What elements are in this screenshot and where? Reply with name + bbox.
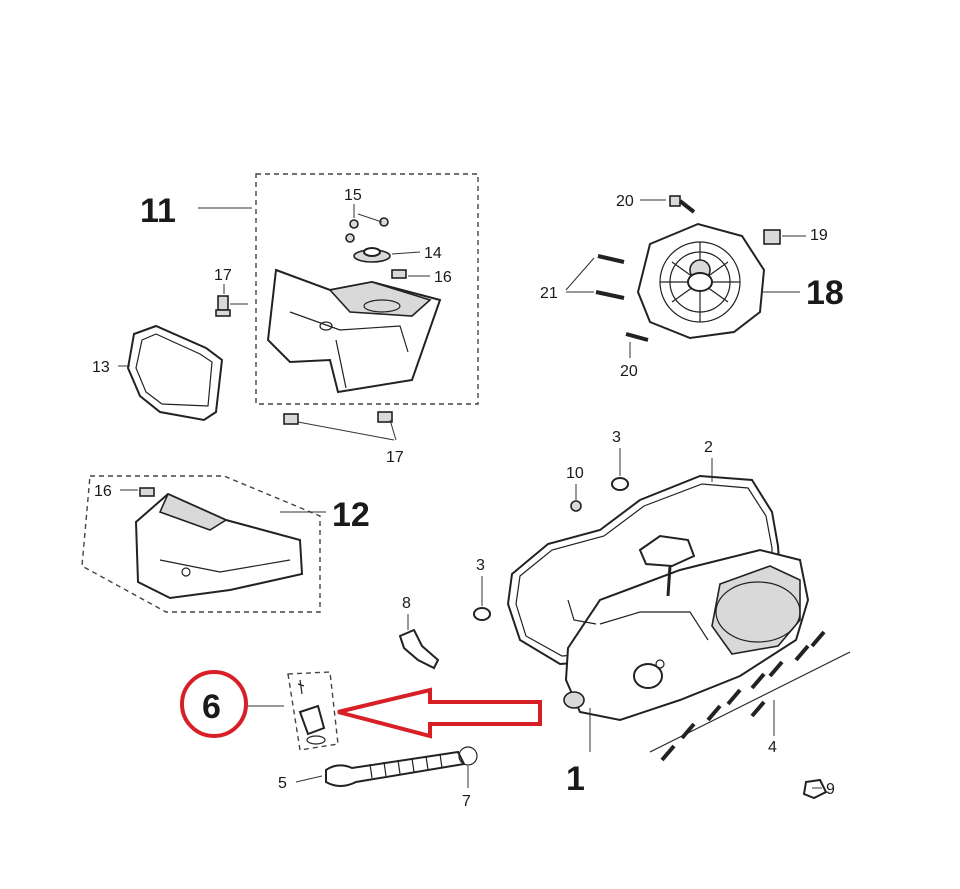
part-3-upper — [611, 477, 629, 491]
part-17-screws-lower — [283, 411, 393, 425]
label-11: 11 — [140, 192, 176, 230]
label-15: 15 — [344, 187, 362, 204]
label-8: 8 — [402, 595, 411, 612]
group-11-box — [255, 173, 479, 405]
part-6-fitting — [297, 679, 326, 745]
part-internal-shaft — [567, 534, 696, 625]
part-18-fan-cover — [636, 222, 766, 340]
label-17-upper: 17 — [214, 267, 232, 284]
part-16-clip — [391, 269, 407, 279]
part-20-bolt-upper — [669, 195, 696, 214]
label-12: 12 — [332, 496, 370, 534]
part-9 — [802, 778, 828, 800]
part-16-clip-lower — [139, 487, 155, 497]
label-10: 10 — [566, 465, 584, 482]
label-14: 14 — [424, 245, 442, 262]
part-5-hose — [325, 750, 466, 787]
group-12-box — [81, 475, 321, 613]
part-11-cover — [266, 268, 442, 394]
part-7-clamp — [458, 746, 478, 766]
part-21-bolts — [595, 254, 625, 300]
label-20-lower: 20 — [620, 363, 638, 380]
part-12-cover — [134, 492, 304, 600]
label-17-lower: 17 — [386, 449, 404, 466]
label-16-top: 16 — [434, 269, 452, 286]
label-4: 4 — [768, 739, 777, 756]
part-19 — [763, 229, 781, 245]
label-1: 1 — [566, 760, 585, 798]
label-3-lower: 3 — [476, 557, 485, 574]
part-8 — [398, 628, 440, 670]
label-9: 9 — [826, 781, 835, 798]
part-17-screw-upper — [215, 295, 231, 317]
part-3-lower — [473, 607, 491, 621]
label-3-upper: 3 — [612, 429, 621, 446]
highlight-arrow — [337, 687, 542, 739]
label-19: 19 — [810, 227, 828, 244]
label-5: 5 — [278, 775, 287, 792]
group-6-box — [287, 671, 339, 751]
label-7: 7 — [462, 793, 471, 810]
part-10 — [570, 500, 582, 512]
label-13: 13 — [92, 359, 110, 376]
highlight-circle — [180, 670, 248, 738]
label-6: 6 — [202, 688, 221, 726]
label-16-lower: 16 — [94, 483, 112, 500]
label-2: 2 — [704, 439, 713, 456]
part-1-cover — [563, 548, 810, 722]
label-20-upper: 20 — [616, 193, 634, 210]
label-18: 18 — [806, 274, 844, 312]
part-14 — [353, 247, 391, 263]
part-4-bolts — [649, 630, 851, 762]
label-21: 21 — [540, 285, 558, 302]
part-15-screws — [345, 217, 389, 243]
part-20-bolt-lower — [625, 332, 649, 342]
